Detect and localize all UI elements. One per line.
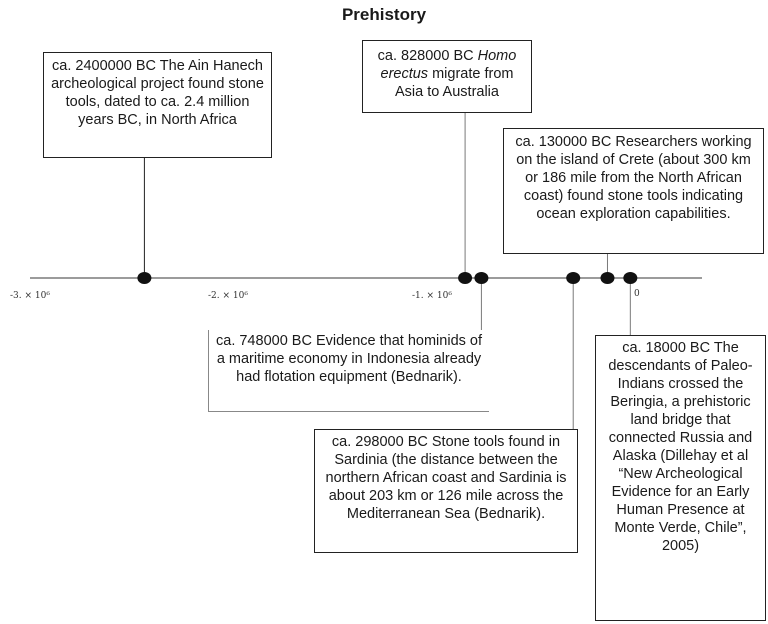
axis-tick-minus-1m: -1. × 10⁶	[412, 291, 452, 301]
event-text: ca. 130000 BC Researchers working on the…	[515, 134, 752, 222]
event-text: ca. 748000 BC Evidence that hominids of …	[216, 333, 482, 385]
axis-tick-zero: 0	[634, 289, 640, 299]
timeline-title: Prehistory	[341, 5, 427, 24]
event-dot	[137, 272, 152, 284]
event-card-beringia: ca. 18000 BC The descendants of Paleo-In…	[595, 335, 766, 621]
event-text: ca. 298000 BC Stone tools found in Sardi…	[325, 434, 567, 522]
axis-tick-minus-2m: -2. × 10⁶	[208, 291, 248, 301]
event-dot	[623, 272, 638, 284]
event-card-homo-erectus: ca. 828000 BC Homo erectus migrate from …	[362, 40, 532, 113]
event-dot	[600, 272, 615, 284]
event-dot	[458, 272, 473, 284]
event-card-indonesia: ca. 748000 BC Evidence that hominids of …	[208, 330, 489, 412]
event-text: ca. 2400000 BC The Ain Hanech archeologi…	[51, 58, 264, 128]
event-card-sardinia: ca. 298000 BC Stone tools found in Sardi…	[314, 429, 578, 553]
event-dot	[474, 272, 489, 284]
axis-tick-minus-3m: -3. × 10⁶	[10, 291, 50, 301]
event-text-species: Homo erectus	[380, 48, 517, 82]
event-card-ain-hanech: ca. 2400000 BC The Ain Hanech archeologi…	[43, 52, 272, 158]
event-dot	[566, 272, 581, 284]
event-card-crete: ca. 130000 BC Researchers working on the…	[503, 128, 764, 254]
event-text: ca. 18000 BC The descendants of Paleo-In…	[608, 340, 753, 554]
event-text-post: migrate from Asia to Australia	[395, 66, 514, 100]
event-text-pre: ca. 828000 BC	[377, 48, 478, 64]
